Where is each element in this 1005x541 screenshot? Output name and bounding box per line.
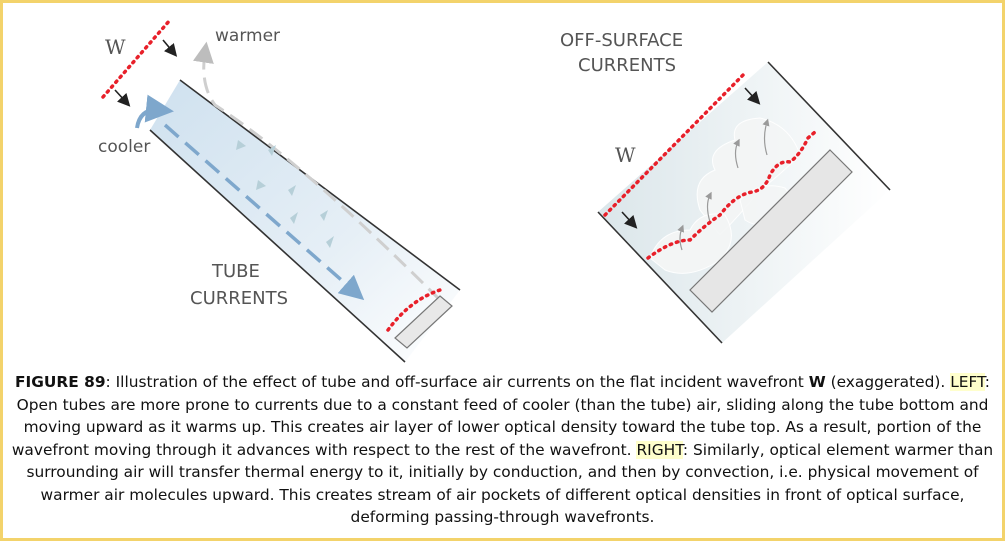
caption-left-label: LEFT (950, 373, 985, 391)
caption-intro-end: (exaggerated). (825, 373, 946, 391)
direction-arrow-left-2 (114, 89, 131, 107)
figure-caption: FIGURE 89: Illustration of the effect of… (10, 371, 995, 529)
tube-currents-title-1: TUBE (211, 261, 260, 282)
warm-current-path (193, 41, 442, 302)
cooler-label: cooler (98, 137, 150, 157)
tube-mirror (394, 295, 453, 349)
convection-arrows (677, 118, 770, 251)
wavefront-deformed-left (386, 288, 442, 332)
direction-arrow-right-2 (621, 211, 638, 229)
left-w-label: W (105, 35, 126, 59)
right-w-label: W (615, 143, 636, 167)
cool-current-path (163, 123, 365, 301)
direction-arrow-left-1 (162, 39, 178, 57)
off-surface-title-2: CURRENTS (578, 55, 676, 76)
optical-element (689, 149, 853, 313)
figure-label: FIGURE 89 (15, 373, 106, 391)
wavefront-deformed-right (646, 130, 817, 260)
tube-flow-arrows (236, 140, 334, 248)
tube-top-wall (179, 79, 461, 291)
right-tube-bottom-wall (597, 211, 723, 344)
tube-currents-diagram: W warmer cooler TUBE CURRENTS (98, 18, 461, 363)
caption-right-text: : Similarly, optical element warmer than… (26, 440, 994, 527)
convection-plumes (649, 117, 801, 274)
wavefront-incident-left (101, 18, 172, 99)
tube-currents-title-2: CURRENTS (190, 288, 288, 309)
cooler-inlet-arrow (135, 94, 174, 129)
caption-left-text: : Open tubes are more prone to currents … (11, 373, 990, 459)
direction-arrow-right-1 (744, 87, 761, 105)
warmer-label: warmer (215, 26, 280, 46)
tube-body (150, 80, 460, 362)
tube-bottom-wall (149, 129, 406, 363)
off-surface-title-1: OFF-SURFACE (560, 30, 683, 51)
caption-w-symbol: W (808, 373, 826, 391)
caption-right-label: RIGHT (636, 440, 683, 459)
off-surface-currents-diagram: OFF-SURFACE CURRENTS W (560, 30, 891, 344)
figure-diagram: W warmer cooler TUBE CURRENTS (98, 18, 891, 363)
wavefront-incident-right (603, 71, 747, 217)
right-tube-top-wall (767, 61, 891, 191)
caption-intro: : Illustration of the effect of tube and… (105, 373, 809, 391)
